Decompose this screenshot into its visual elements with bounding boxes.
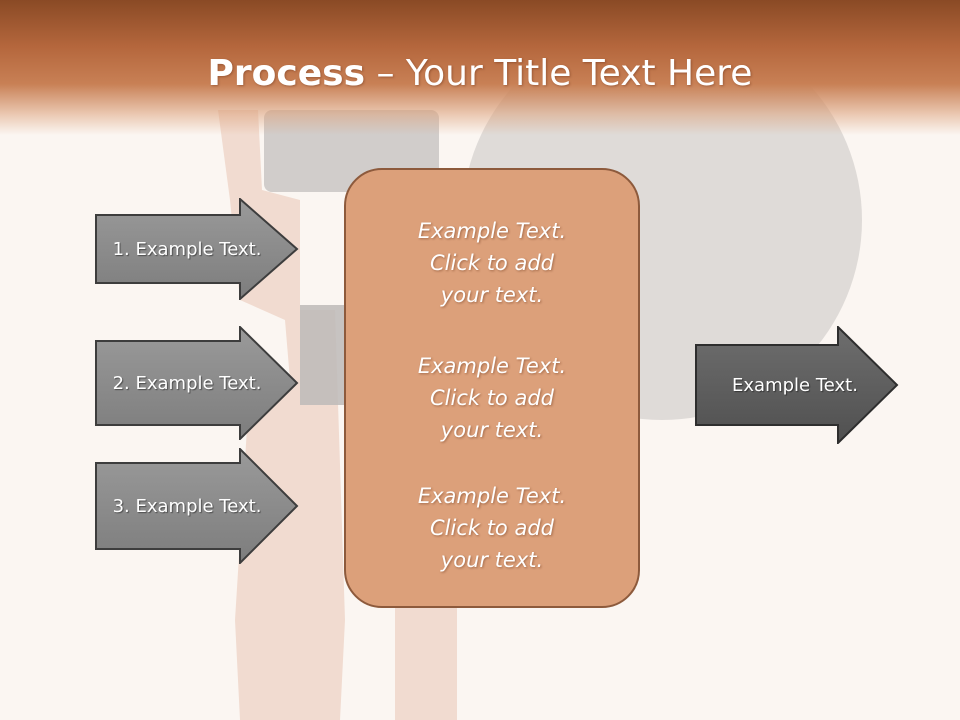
center-paragraph-2: Example Text. Click to add your text.: [346, 350, 638, 446]
arrow-right-icon: [695, 326, 899, 444]
center-text-box[interactable]: Example Text. Click to add your text. Ex…: [344, 168, 640, 608]
person-shorts-image: [300, 305, 345, 405]
output-arrow[interactable]: Example Text.: [694, 326, 900, 444]
arrow-right-icon: [95, 326, 299, 440]
paragraph-line: your text.: [440, 418, 544, 442]
input-arrow-1[interactable]: 1. Example Text.: [94, 198, 300, 300]
output-arrow-label: Example Text.: [732, 374, 858, 396]
paragraph-line: your text.: [440, 548, 544, 572]
arrow-right-icon: [95, 198, 299, 300]
paragraph-line: Click to add: [429, 386, 554, 410]
paragraph-line: Click to add: [429, 516, 554, 540]
paragraph-line: Click to add: [429, 251, 554, 275]
input-arrow-1-label: 1. Example Text.: [112, 238, 262, 260]
input-arrow-2[interactable]: 2. Example Text.: [94, 326, 300, 440]
paragraph-line: Example Text.: [417, 484, 567, 508]
input-arrow-2-label: 2. Example Text.: [112, 372, 262, 394]
paragraph-line: Example Text.: [417, 354, 567, 378]
input-arrow-3[interactable]: 3. Example Text.: [94, 448, 300, 564]
person-leg-image: [395, 605, 457, 720]
slide-title[interactable]: Process – Your Title Text Here: [0, 50, 960, 98]
paragraph-line: Example Text.: [417, 219, 567, 243]
center-paragraph-1: Example Text. Click to add your text.: [346, 215, 638, 311]
title-band: [0, 0, 960, 135]
paragraph-line: your text.: [440, 283, 544, 307]
title-rest-text: – Your Title Text Here: [365, 53, 753, 94]
title-bold-text: Process: [207, 53, 366, 94]
arrow-right-icon: [95, 448, 299, 564]
center-paragraph-3: Example Text. Click to add your text.: [346, 480, 638, 576]
input-arrow-3-label: 3. Example Text.: [112, 495, 262, 517]
